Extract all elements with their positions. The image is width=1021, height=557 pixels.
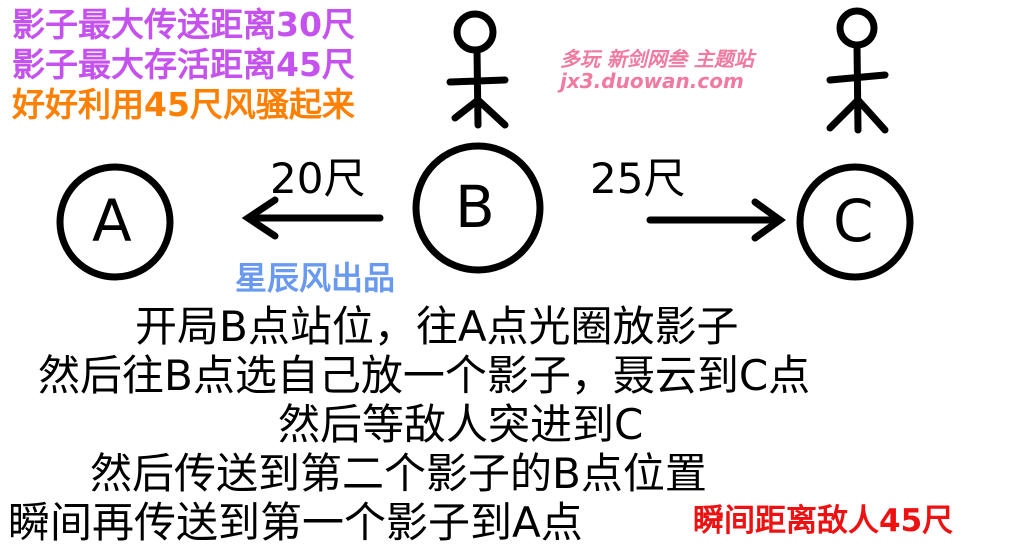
circle-a [56, 163, 174, 281]
credit: 星辰风出品 [235, 259, 396, 297]
watermark: 多玩 新剑网叁 主题站 jx3.duowan.com [560, 48, 754, 92]
note-lifetime-range: 影子最大存活距离45尺 [12, 45, 355, 84]
step-4: 然后传送到第二个影子的B点位置 [90, 449, 707, 498]
step-2: 然后往B点选自己放一个影子，聂云到C点 [38, 351, 811, 400]
stick-figure-c [826, 7, 889, 134]
watermark-line1: 多玩 新剑网叁 主题站 [560, 47, 754, 71]
distance-ab: 20尺 [270, 154, 366, 203]
step-1: 开局B点站位，往A点光圈放影子 [135, 302, 739, 351]
stick-figure-b [446, 10, 509, 129]
label-b: B [455, 173, 495, 241]
distance-bc: 25尺 [590, 154, 686, 203]
note-teleport-range: 影子最大传送距离30尺 [12, 5, 355, 44]
arrow-to-a [241, 196, 384, 240]
label-c: C [833, 187, 874, 255]
highlight-45: 瞬间距离敌人45尺 [693, 503, 954, 539]
circle-c [796, 163, 914, 281]
step-3: 然后等敌人突进到C [278, 400, 644, 449]
arrow-to-c [646, 198, 786, 242]
note-use-45: 好好利用45尺风骚起来 [12, 85, 355, 124]
label-a: A [92, 187, 132, 255]
circle-b [412, 142, 544, 274]
step-5: 瞬间再传送到第一个影子到A点 [8, 498, 583, 547]
watermark-line2: jx3.duowan.com [560, 69, 744, 93]
